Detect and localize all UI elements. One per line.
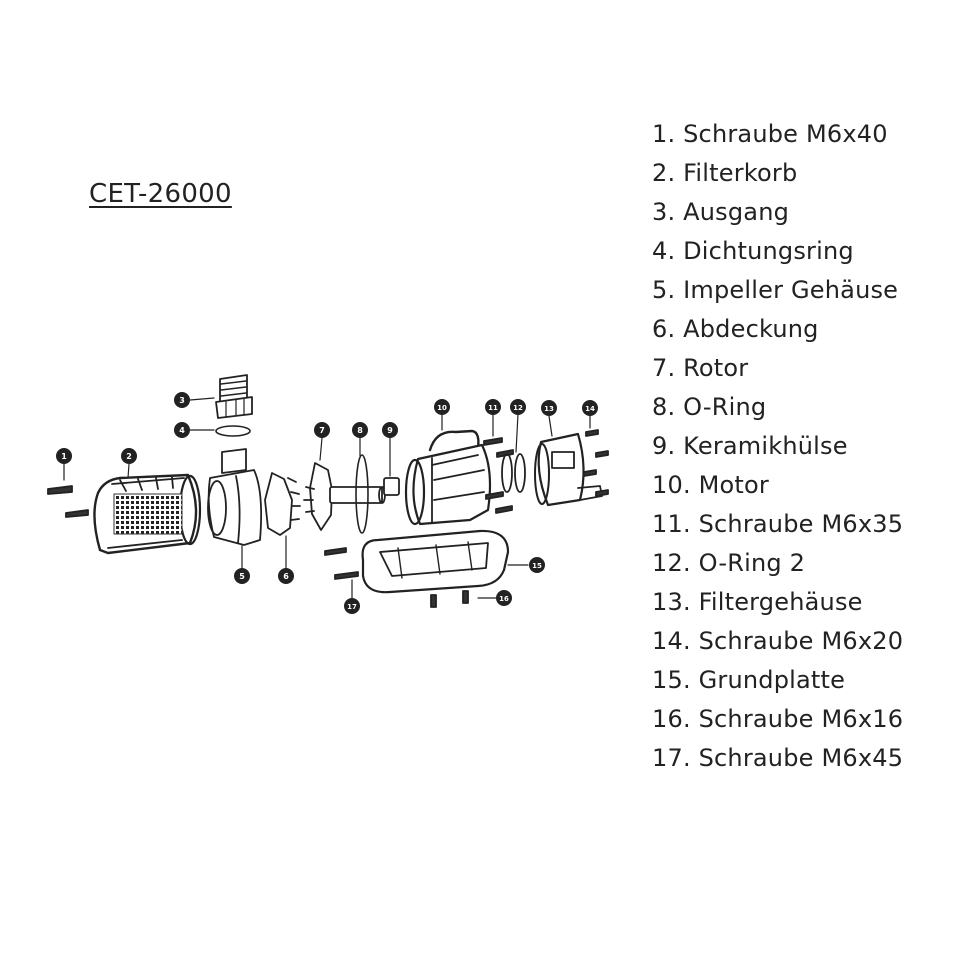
outlet-part	[215, 374, 253, 419]
svg-text:12: 12	[513, 404, 523, 412]
part-item: 14. Schraube M6x20	[652, 627, 904, 655]
part-item: 2. Filterkorb	[652, 159, 798, 187]
screw-m6x16-part	[430, 590, 469, 608]
part-item: 3. Ausgang	[652, 198, 790, 226]
filter-basket-part	[93, 473, 202, 555]
badge-15: 15	[529, 557, 545, 573]
o-ring-part	[355, 454, 369, 534]
badge-16: 16	[496, 590, 512, 606]
o-ring-2-part	[501, 453, 526, 493]
badge-13: 13	[541, 400, 557, 416]
svg-text:9: 9	[387, 426, 393, 435]
badge-17: 17	[344, 598, 360, 614]
badge-1: 1	[56, 448, 72, 464]
part-number-badges: 1 2 3 4 5 6 7 8 9 10 11 12 13 14 15 16 1…	[56, 392, 598, 614]
filter-housing-part	[534, 432, 603, 507]
badge-7: 7	[314, 422, 330, 438]
impeller-housing-part	[207, 448, 263, 546]
part-item: 5. Impeller Gehäuse	[652, 276, 899, 304]
part-item: 1. Schraube M6x40	[652, 120, 888, 148]
screw-m6x45-part	[324, 547, 359, 580]
part-item: 12. O-Ring 2	[652, 549, 806, 577]
gasket-ring-part	[215, 425, 251, 437]
part-item: 8. O-Ring	[652, 393, 767, 421]
part-item: 11. Schraube M6x35	[652, 510, 904, 538]
badge-10: 10	[434, 399, 450, 415]
badge-8: 8	[352, 422, 368, 438]
svg-text:14: 14	[585, 405, 595, 413]
part-item: 7. Rotor	[652, 354, 749, 382]
part-item: 10. Motor	[652, 471, 769, 499]
badge-2: 2	[121, 448, 137, 464]
badge-4: 4	[174, 422, 190, 438]
svg-text:15: 15	[532, 562, 542, 570]
svg-text:17: 17	[347, 603, 357, 611]
rotor-part	[303, 462, 386, 531]
badge-6: 6	[278, 568, 294, 584]
badge-14: 14	[582, 400, 598, 416]
part-item: 17. Schraube M6x45	[652, 744, 904, 772]
svg-text:10: 10	[437, 404, 447, 412]
badge-3: 3	[174, 392, 190, 408]
model-title: CET-26000	[89, 179, 232, 209]
screw-m6x20-part	[583, 429, 609, 497]
svg-text:1: 1	[61, 452, 67, 461]
part-item: 9. Keramikhülse	[652, 432, 848, 460]
svg-text:8: 8	[357, 426, 363, 435]
badge-11: 11	[485, 399, 501, 415]
svg-text:16: 16	[499, 595, 509, 603]
part-item: 13. Filtergehäuse	[652, 588, 863, 616]
parts-legend: 1. Schraube M6x40 2. Filterkorb 3. Ausga…	[652, 115, 903, 778]
base-plate-part	[361, 529, 510, 594]
screw-m6x40-part	[47, 485, 89, 518]
svg-text:5: 5	[239, 572, 245, 581]
part-item: 6. Abdeckung	[652, 315, 819, 343]
svg-text:6: 6	[283, 572, 289, 581]
svg-text:11: 11	[488, 404, 498, 412]
badge-9: 9	[382, 422, 398, 438]
part-item: 4. Dichtungsring	[652, 237, 854, 265]
badge-12: 12	[510, 399, 526, 415]
screw-m6x35-part	[483, 437, 514, 514]
svg-text:3: 3	[179, 396, 185, 405]
motor-part	[404, 429, 492, 526]
svg-text:13: 13	[544, 405, 554, 413]
badge-5: 5	[234, 568, 250, 584]
svg-text:4: 4	[179, 426, 185, 435]
part-item: 16. Schraube M6x16	[652, 705, 904, 733]
svg-text:2: 2	[126, 452, 132, 461]
cover-part	[264, 472, 301, 536]
part-item: 15. Grundplatte	[652, 666, 846, 694]
ceramic-sleeve-part	[383, 477, 400, 496]
svg-text:7: 7	[319, 426, 325, 435]
leader-lines	[63, 397, 591, 599]
